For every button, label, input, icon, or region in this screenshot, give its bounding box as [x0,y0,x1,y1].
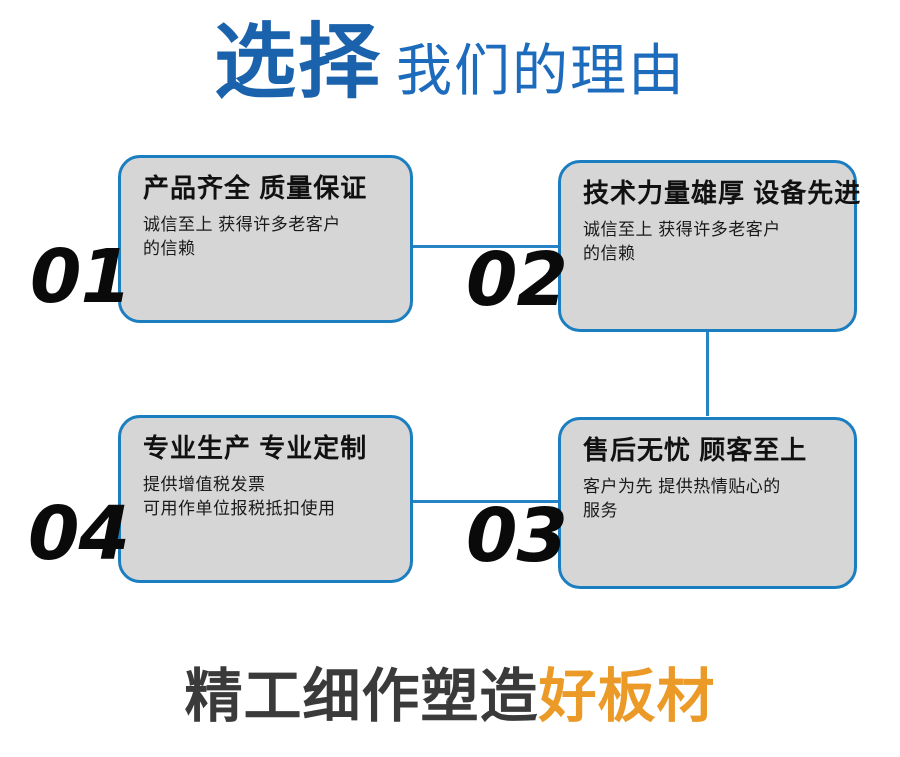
feature-card-title: 技术力量雄厚 设备先进 [583,178,862,208]
feature-card-body-line: 服务 [583,501,618,521]
feature-card-01[interactable]: 产品齐全 质量保证 诚信至上 获得许多老客户 的信赖 [118,155,413,323]
feature-card-body: 提供增值税发票 可用作单位报税抵扣使用 [143,473,394,522]
feature-card-body: 诚信至上 获得许多老客户 的信赖 [583,218,838,267]
page-title: 选择我们的理由 [0,22,900,104]
feature-card-body-line: 诚信至上 获得许多老客户 [583,219,781,239]
feature-card-title: 专业生产 专业定制 [143,433,368,463]
feature-card-title: 产品齐全 质量保证 [143,173,368,203]
feature-index-02: 02 [466,237,568,323]
feature-index-03: 03 [466,493,568,579]
feature-card-body-line: 的信赖 [143,239,196,259]
feature-index-04: 04 [28,491,130,577]
footer-slogan-accent: 好板材 [538,664,716,729]
feature-card-body-line: 的信赖 [583,244,636,264]
feature-index-01: 01 [30,234,132,320]
page-title-light: 我们的理由 [396,39,686,102]
feature-card-02[interactable]: 技术力量雄厚 设备先进 诚信至上 获得许多老客户 的信赖 [558,160,862,332]
feature-card-title: 售后无忧 顾客至上 [583,435,808,465]
feature-card-body: 诚信至上 获得许多老客户 的信赖 [143,213,394,262]
feature-card-body-line: 可用作单位报税抵扣使用 [143,499,336,519]
footer-slogan: 精工细作塑造好板材 [0,668,900,726]
feature-card-04[interactable]: 专业生产 专业定制 提供增值税发票 可用作单位报税抵扣使用 [118,415,413,583]
feature-card-body: 客户为先 提供热情贴心的 服务 [583,475,838,524]
feature-card-03[interactable]: 售后无忧 顾客至上 客户为先 提供热情贴心的 服务 [558,417,857,589]
feature-card-body-line: 客户为先 提供热情贴心的 [583,476,781,496]
footer-slogan-dark: 精工细作塑造 [184,664,539,729]
feature-card-body-line: 提供增值税发票 [143,474,266,494]
feature-card-body-line: 诚信至上 获得许多老客户 [143,214,341,234]
connector-02-to-03 [706,330,709,416]
page-title-strong: 选择 [213,17,382,108]
